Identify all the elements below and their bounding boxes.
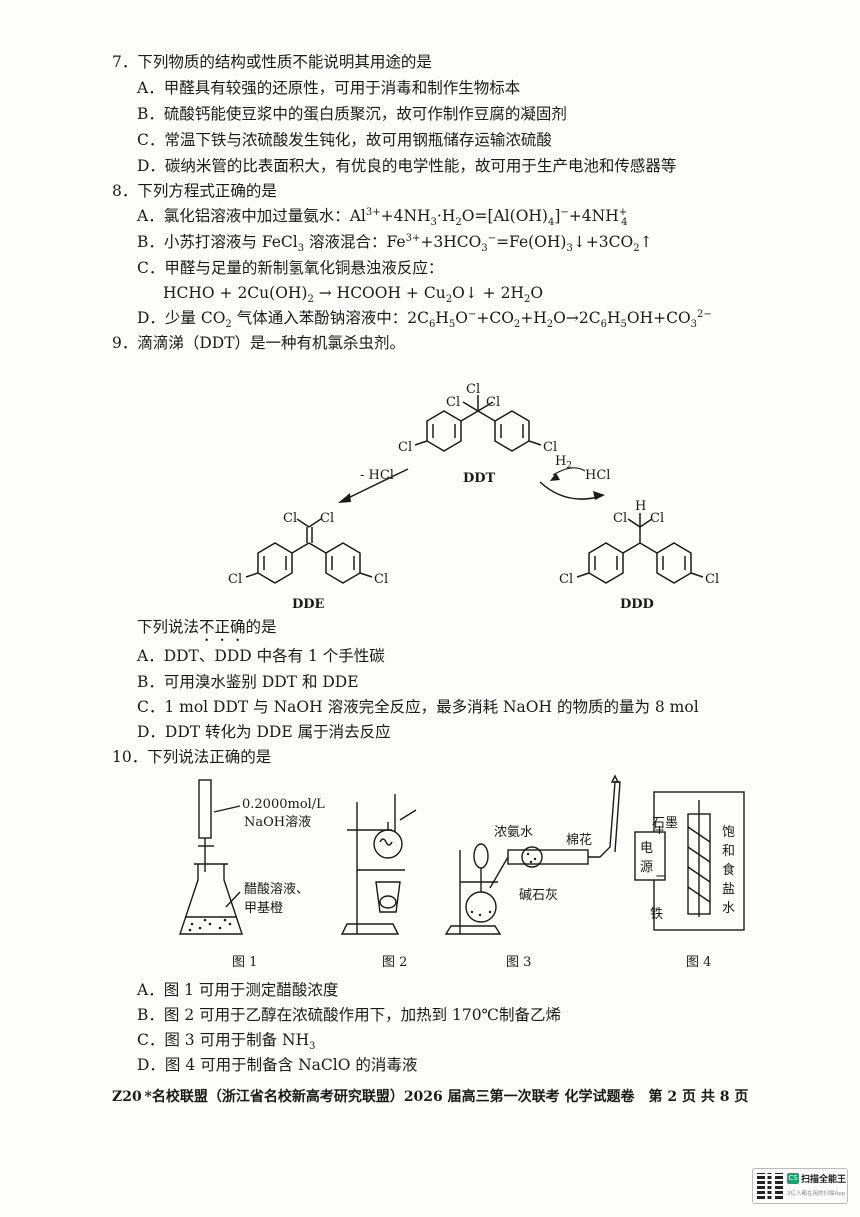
- fig4-brine-4: 盐: [722, 882, 735, 897]
- q8-option-c-equation: HCHO + 2Cu(OH)2 → HCOOH + Cu2O↓ + 2H2O: [163, 284, 544, 306]
- fig4-graphite-label: 石墨: [652, 816, 678, 831]
- watermark-subtitle: 3亿人都在用的扫描App: [787, 1191, 846, 1197]
- fig2-caption: 图 2: [382, 955, 407, 970]
- fig4-plus: +: [654, 823, 665, 838]
- ddt-cl-left: Cl: [446, 395, 460, 410]
- fig4-brine-1: 饱: [722, 825, 735, 840]
- camscanner-logo: CS: [787, 1173, 799, 1184]
- ddd-cl-ring-right: Cl: [705, 572, 719, 587]
- dde-cl-left: Cl: [283, 511, 297, 526]
- q9-stem: 9．滴滴涕（DDT）是一种有机氯杀虫剂。: [112, 334, 406, 352]
- q10-option-d: D．图 4 可用于制备含 NaClO 的消毒液: [137, 1056, 418, 1074]
- q8-option-a: A．氯化铝溶液中加过量氨水：Al3++4NH3·H2O=[Al(OH)4]−+4…: [137, 206, 628, 229]
- fig1-caption: 图 1: [232, 955, 257, 970]
- fig3-lime-label: 碱石灰: [519, 888, 558, 903]
- fig1-reagent-label: NaOH溶液: [244, 815, 311, 830]
- q10-stem: 10．下列说法正确的是: [112, 748, 272, 766]
- ddd-cl-left: Cl: [613, 511, 627, 526]
- ddt-cl-top: Cl: [466, 382, 480, 397]
- hcl-label: HCl: [585, 468, 610, 483]
- fig1-concentration-label: 0.2000mol/L: [242, 797, 325, 812]
- ddt-cl-ring-left: Cl: [398, 440, 412, 455]
- q10-apparatus-figures: 0.2000mol/L NaOH溶液 醋酸溶液、 甲基橙 浓氨水 棉花 碱石灰 …: [179, 774, 745, 970]
- ddt-label: DDT: [463, 471, 496, 486]
- watermark-title: 扫描全能王: [801, 1175, 847, 1185]
- ddd-cl-ring-left: Cl: [559, 572, 573, 587]
- q7-option-a: A．甲醛具有较强的还原性，可用于消毒和制作生物标本: [137, 79, 521, 97]
- fig4-minus: −: [655, 869, 666, 884]
- q9-option-a: A．DDT、DDD 中各有 1 个手性碳: [137, 647, 385, 665]
- fig3-caption: 图 3: [506, 955, 531, 970]
- fig4-caption: 图 4: [686, 955, 711, 970]
- q10-option-a: A．图 1 可用于测定醋酸浓度: [137, 981, 339, 999]
- dde-cl-ring-right: Cl: [374, 572, 388, 587]
- ddt-cl-right: Cl: [486, 395, 500, 410]
- q9-option-c: C．1 mol DDT 与 NaOH 溶液完全反应，最多消耗 NaOH 的物质的…: [137, 698, 699, 716]
- fig4-iron-label: 铁: [650, 907, 663, 922]
- page-footer: Z20 *名校联盟（浙江省名校新高考研究联盟）2026 届高三第一次联考 化学试…: [112, 1089, 749, 1105]
- dde-cl-ring-left: Cl: [228, 572, 242, 587]
- fig1-flask-label-1: 醋酸溶液、: [244, 881, 309, 897]
- q9-option-d: D．DDT 转化为 DDE 属于消去反应: [137, 723, 391, 741]
- scanner-watermark: CS 扫描全能王 3亿人都在用的扫描App: [752, 1168, 848, 1204]
- fig1-flask-label-2: 甲基橙: [244, 901, 283, 916]
- minus-hcl-label: - HCl: [360, 468, 394, 483]
- q8-option-c: C．甲醛与足量的新制氢氧化铜悬浊液反应：: [137, 259, 444, 277]
- q9-subquestion: 下列说法不正确的是: [137, 618, 277, 636]
- fig4-brine-3: 食: [722, 862, 735, 878]
- q7-option-d: D．碳纳米管的比表面积大，有优良的电学性能，故可用于生产电池和传感器等: [137, 157, 677, 175]
- h2-label: H2: [555, 454, 572, 471]
- q7-stem: 7．下列物质的结构或性质不能说明其用途的是: [112, 53, 432, 71]
- fig4-brine-2: 和: [722, 844, 735, 859]
- ddt-reaction-scheme: Cl Cl Cl Cl Cl DDT - HCl H2 HCl Cl Cl Cl…: [228, 382, 719, 612]
- ddd-h: H: [635, 499, 646, 514]
- ddd-label: DDD: [620, 597, 654, 612]
- fig4-power-1: 电: [640, 841, 653, 856]
- q10-option-c: C．图 3 可用于制备 NH3: [137, 1031, 316, 1053]
- qr-code-icon: [757, 1173, 783, 1199]
- fig4-power-2: 源: [640, 860, 653, 875]
- fig3-ammonia-label: 浓氨水: [494, 825, 533, 840]
- q8-option-d: D．少量 CO2 气体通入苯酚钠溶液中：2C6H5O−+CO2+H2O→2C6H…: [137, 308, 712, 331]
- q8-option-b: B．小苏打溶液与 FeCl3 溶液混合：Fe3++3HCO3−=Fe(OH)3↓…: [137, 232, 653, 255]
- q9-option-b: B．可用溴水鉴别 DDT 和 DDE: [137, 673, 359, 691]
- fig4-brine-5: 水: [722, 901, 735, 916]
- q7-option-c: C．常温下铁与浓硫酸发生钝化，故可用钢瓶储存运输浓硫酸: [137, 131, 552, 149]
- dde-label: DDE: [292, 597, 325, 612]
- q8-stem: 8．下列方程式正确的是: [112, 182, 277, 200]
- ddd-cl-right: Cl: [650, 511, 664, 526]
- ddt-cl-ring-right: Cl: [543, 440, 557, 455]
- q7-option-b: B．硫酸钙能使豆浆中的蛋白质聚沉，故可作制作豆腐的凝固剂: [137, 105, 567, 123]
- q10-option-b: B．图 2 可用于乙醇在浓硫酸作用下，加热到 170℃制备乙烯: [137, 1006, 561, 1024]
- fig3-cotton-label: 棉花: [566, 832, 592, 848]
- dde-cl-right: Cl: [320, 511, 334, 526]
